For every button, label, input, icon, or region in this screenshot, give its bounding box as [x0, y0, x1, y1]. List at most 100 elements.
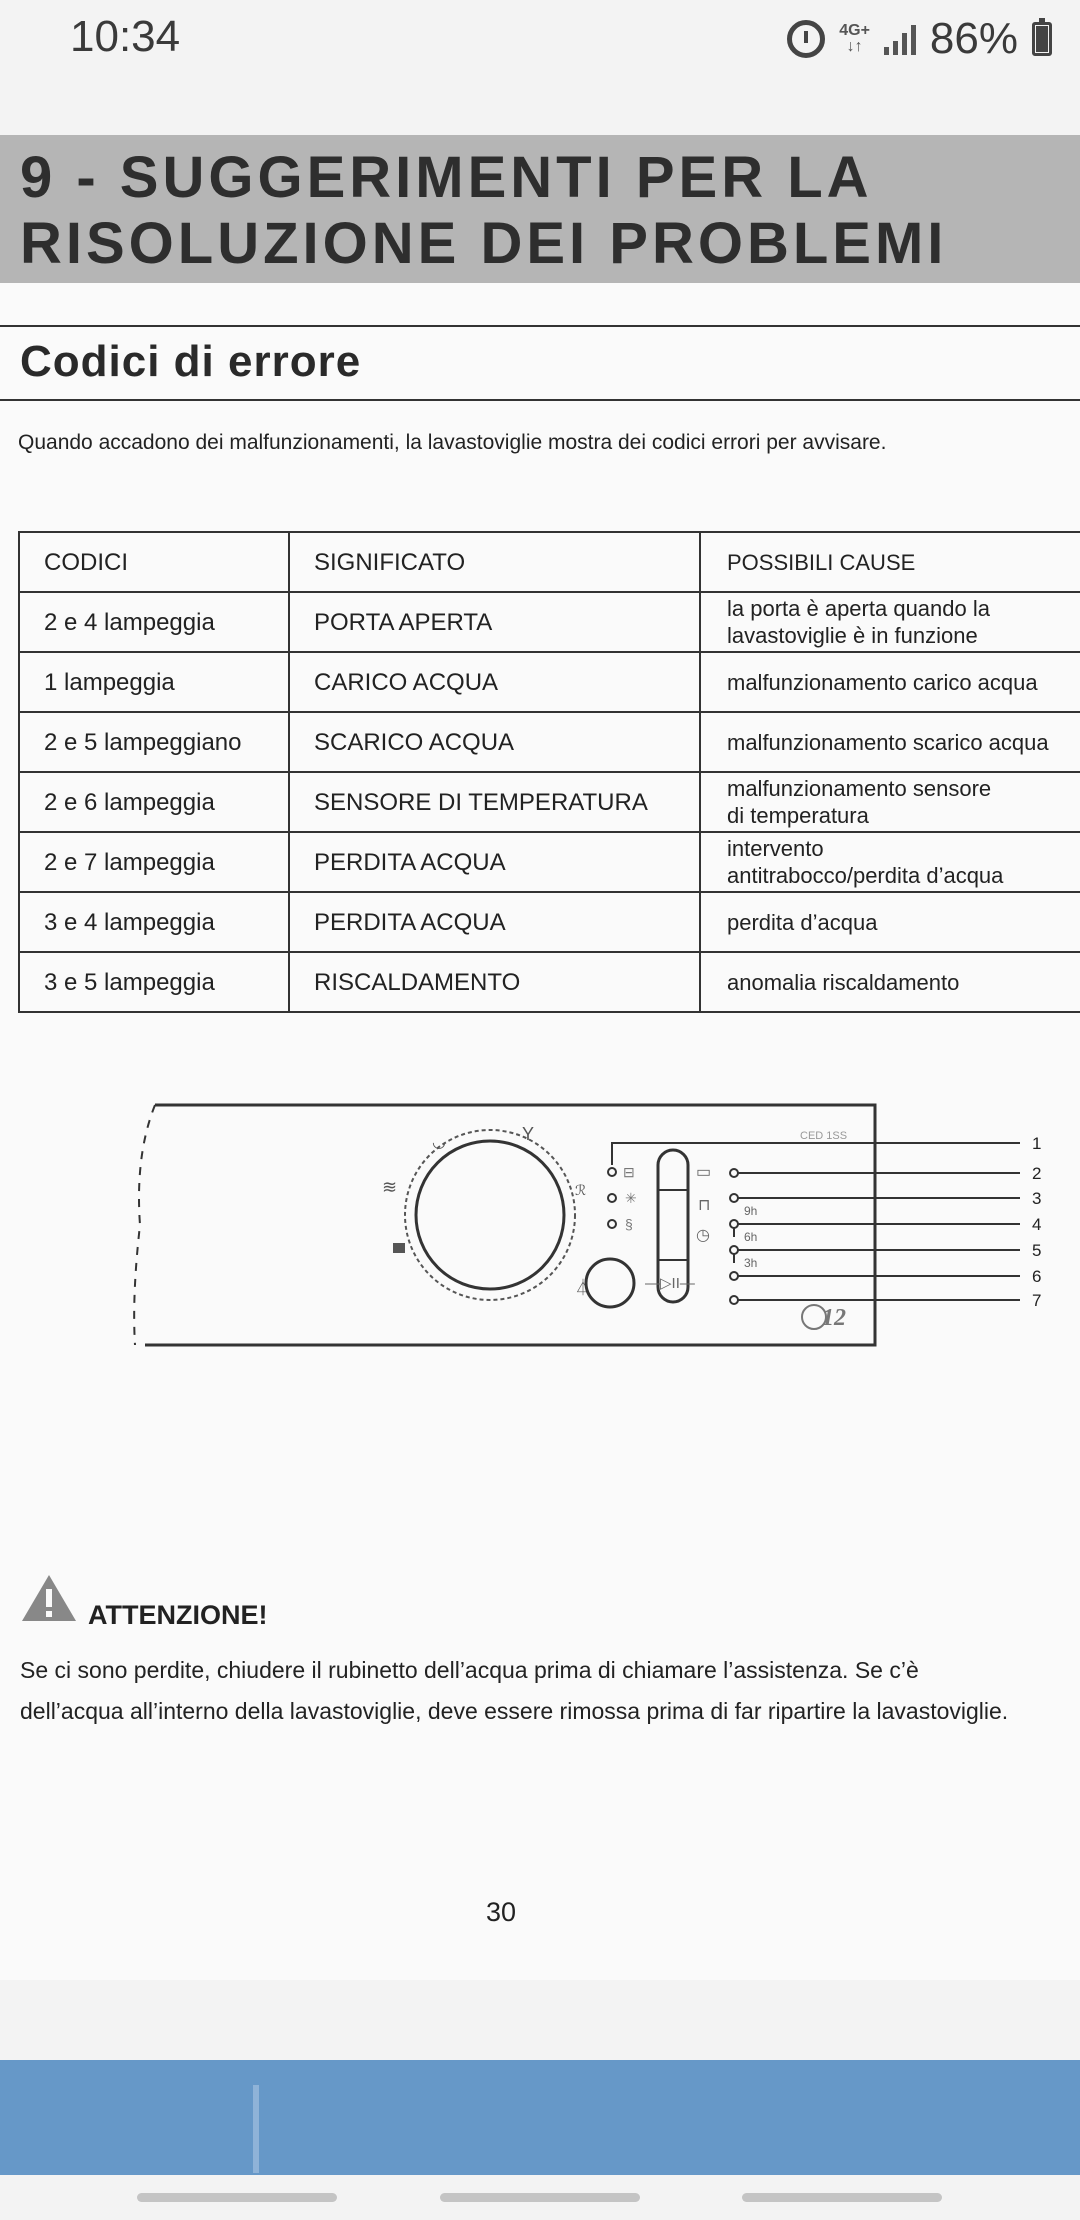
svg-text:≋: ≋ — [382, 1177, 397, 1197]
cause-line: antitrabocco/perdita d’acqua — [727, 863, 1004, 888]
network-type: 4G+ ↓↑ — [839, 23, 870, 55]
start-pause-icon: —▷II— — [645, 1275, 695, 1292]
svg-text:◷: ◷ — [696, 1227, 710, 1244]
svg-text:◡: ◡ — [432, 1134, 446, 1151]
section-rule-top — [0, 325, 1080, 327]
status-bar: 10:34 4G+ ↓↑ 86% — [0, 0, 1080, 90]
panel-door-edge — [133, 1104, 156, 1346]
svg-text:§: § — [625, 1216, 633, 1232]
attention-title: ATTENZIONE! — [88, 1600, 268, 1630]
error-code-cell: 2 e 7 lampeggia — [18, 831, 290, 893]
error-meaning-cell: SENSORE DI TEMPERATURA — [288, 771, 701, 833]
alarm-icon — [787, 20, 826, 58]
cause-line: la porta è aperta quando la — [727, 596, 990, 621]
cause-line: malfunzionamento carico acqua — [727, 669, 1038, 695]
status-icons: 4G+ ↓↑ 86% — [787, 14, 1052, 64]
error-cause-cell: perdita d’acqua — [699, 891, 1080, 953]
error-meaning-cell: PORTA APERTA — [288, 591, 701, 653]
attention-text-line1: Se ci sono perdite, chiudere il rubinett… — [20, 1657, 919, 1683]
svg-text:⊓: ⊓ — [698, 1197, 710, 1214]
brand-logo-icon: 12 — [801, 1304, 846, 1331]
callout-4: 4 — [1032, 1215, 1041, 1234]
cause-line: anomalia riscaldamento — [727, 969, 960, 995]
section-rule-bottom — [0, 399, 1080, 401]
start-pause-button — [584, 1257, 636, 1309]
error-code-cell: 2 e 5 lampeggiano — [18, 711, 290, 773]
cause-line: di temperatura — [727, 803, 869, 828]
cause-line: lavastoviglie è in funzione — [727, 623, 978, 648]
data-arrows-icon: ↓↑ — [846, 38, 863, 55]
svg-text:ℛ: ℛ — [575, 1182, 586, 1198]
error-meaning-cell: SCARICO ACQUA — [288, 711, 701, 773]
chapter-header: 9 - SUGGERIMENTI PER LA RISOLUZIONE DEI … — [0, 135, 1080, 283]
callout-numbers: 1 2 3 4 5 6 7 — [1032, 1134, 1041, 1310]
model-tag: CED 1SS — [800, 1130, 847, 1142]
network-label: 4G+ — [839, 22, 870, 39]
battery-percent: 86% — [929, 14, 1018, 63]
callout-1: 1 — [1032, 1134, 1041, 1153]
error-meaning-cell: PERDITA ACQUA — [288, 891, 701, 953]
error-cause-cell: malfunzionamento carico acqua — [699, 651, 1080, 713]
nav-home-button[interactable] — [440, 2193, 640, 2202]
chapter-title: 9 - SUGGERIMENTI PER LA RISOLUZIONE DEI … — [20, 145, 947, 277]
error-code-cell: 3 e 4 lampeggia — [18, 891, 290, 953]
control-panel-diagram: ◡ Y ℛ ⏃ ≋ ⊟ ✳ § ▭ ⊓ ◷ —▷II— — [133, 1103, 1041, 1347]
svg-text:⊟: ⊟ — [623, 1164, 635, 1180]
header-codici: CODICI — [18, 531, 290, 593]
header-significato: SIGNIFICATO — [288, 531, 701, 593]
page-number: 30 — [486, 1897, 517, 1927]
battery-icon — [1032, 18, 1052, 56]
intro-text: Quando accadono dei malfunzionamenti, la… — [18, 431, 887, 454]
chapter-title-line1: 9 - SUGGERIMENTI PER LA — [20, 145, 873, 210]
error-meaning-cell: CARICO ACQUA — [288, 651, 701, 713]
cause-line: malfunzionamento sensore — [727, 776, 992, 801]
table-header-row: CODICI SIGNIFICATO POSSIBILI CAUSE — [18, 531, 1080, 593]
error-meaning-cell: RISCALDAMENTO — [288, 951, 701, 1013]
error-code-cell: 2 e 4 lampeggia — [18, 591, 290, 653]
error-cause-cell: malfunzionamento scarico acqua — [699, 711, 1080, 773]
delay-3h-label: 3h — [744, 1256, 757, 1270]
program-knob-icon: ◡ Y ℛ ⏃ ≋ — [382, 1124, 591, 1301]
bottom-toolbar[interactable] — [0, 2060, 1080, 2175]
nav-recent-button[interactable] — [137, 2193, 337, 2202]
callout-3: 3 — [1032, 1189, 1041, 1208]
header-possibili-cause: POSSIBILI CAUSE — [699, 531, 1080, 593]
svg-text:✳: ✳ — [625, 1190, 637, 1206]
selector-buttons — [656, 1148, 690, 1304]
callout-2: 2 — [1032, 1164, 1041, 1183]
left-indicators — [607, 1142, 730, 1229]
nav-back-button[interactable] — [742, 2193, 942, 2202]
svg-text:Y: Y — [522, 1124, 534, 1144]
callout-6: 6 — [1032, 1267, 1041, 1286]
chapter-title-line2: RISOLUZIONE DEI PROBLEMI — [20, 211, 948, 276]
cause-line: malfunzionamento scarico acqua — [727, 729, 1049, 755]
error-code-cell: 3 e 5 lampeggia — [18, 951, 290, 1013]
svg-text:▭: ▭ — [696, 1164, 711, 1181]
callout-5: 5 — [1032, 1241, 1041, 1260]
callout-lines — [729, 1142, 1020, 1305]
delay-9h-label: 9h — [744, 1204, 757, 1218]
error-cause-cell: anomalia riscaldamento — [699, 951, 1080, 1013]
error-code-cell: 1 lampeggia — [18, 651, 290, 713]
svg-text:12: 12 — [822, 1305, 846, 1331]
delay-6h-label: 6h — [744, 1230, 757, 1244]
error-meaning-cell: PERDITA ACQUA — [288, 831, 701, 893]
attention-text-line2: dell’acqua all’interno della lavastovigl… — [20, 1698, 1009, 1724]
callout-7: 7 — [1032, 1291, 1041, 1310]
cause-line: perdita d’acqua — [727, 909, 878, 935]
error-codes-table: CODICI SIGNIFICATO POSSIBILI CAUSE 2 e 4… — [18, 531, 1080, 1013]
document-page[interactable]: 9 - SUGGERIMENTI PER LA RISOLUZIONE DEI … — [0, 135, 1080, 1980]
system-nav-bar — [0, 2175, 1080, 2220]
status-time: 10:34 — [70, 12, 181, 61]
cause-line: intervento — [727, 836, 824, 861]
